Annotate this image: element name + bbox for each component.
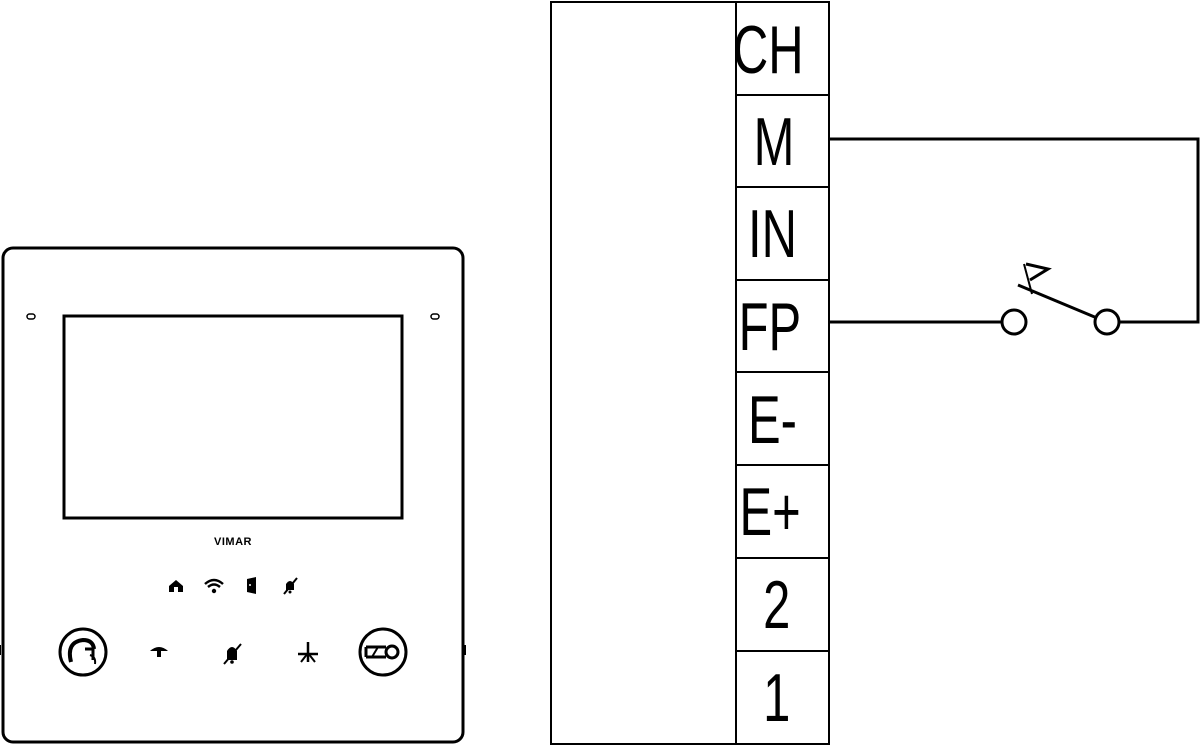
push-button-circuit — [829, 137, 1200, 336]
mute-icon — [283, 577, 298, 595]
door-icon — [247, 577, 256, 594]
switch-contact-right — [1093, 308, 1121, 336]
video-entry-phone: VIMAR — [0, 246, 466, 744]
answer-call-button[interactable] — [58, 627, 108, 677]
terminal-block: CH M IN FP E- E+ 2 1 — [550, 1, 830, 745]
terminal-label-in: IN — [748, 195, 797, 272]
terminal-label-m: M — [754, 103, 795, 180]
auxiliary-button[interactable] — [150, 647, 168, 657]
switch-lever — [1017, 283, 1098, 320]
answer-call-icon — [67, 637, 97, 665]
door-lock-icon — [364, 644, 400, 660]
staircase-light-icon — [298, 642, 318, 663]
terminal-label-1: 1 — [763, 659, 790, 736]
terminal-label-ch: CH — [733, 11, 804, 88]
door-lock-button[interactable] — [358, 627, 408, 677]
staircase-light-button[interactable] — [298, 642, 318, 663]
terminal-label-e-minus: E- — [748, 381, 797, 458]
terminal-label-2: 2 — [763, 566, 790, 643]
home-icon — [169, 580, 183, 592]
indicator-led-right — [430, 313, 440, 320]
push-button-actuator-icon — [1023, 262, 1052, 295]
bell-mute-icon — [223, 643, 242, 665]
wire-m — [829, 137, 1200, 324]
bell-mute-button[interactable] — [223, 643, 242, 665]
terminal-label-fp: FP — [739, 288, 802, 365]
brand-logo: VIMAR — [214, 536, 252, 548]
terminal-label-e-plus: E+ — [739, 473, 800, 550]
device-outer-frame — [1, 246, 465, 744]
indicator-led-left — [26, 313, 36, 320]
auxiliary-icon — [150, 647, 168, 657]
switch-contact-left — [1000, 308, 1028, 336]
wifi-icon — [204, 578, 224, 594]
display-screen — [62, 314, 404, 520]
